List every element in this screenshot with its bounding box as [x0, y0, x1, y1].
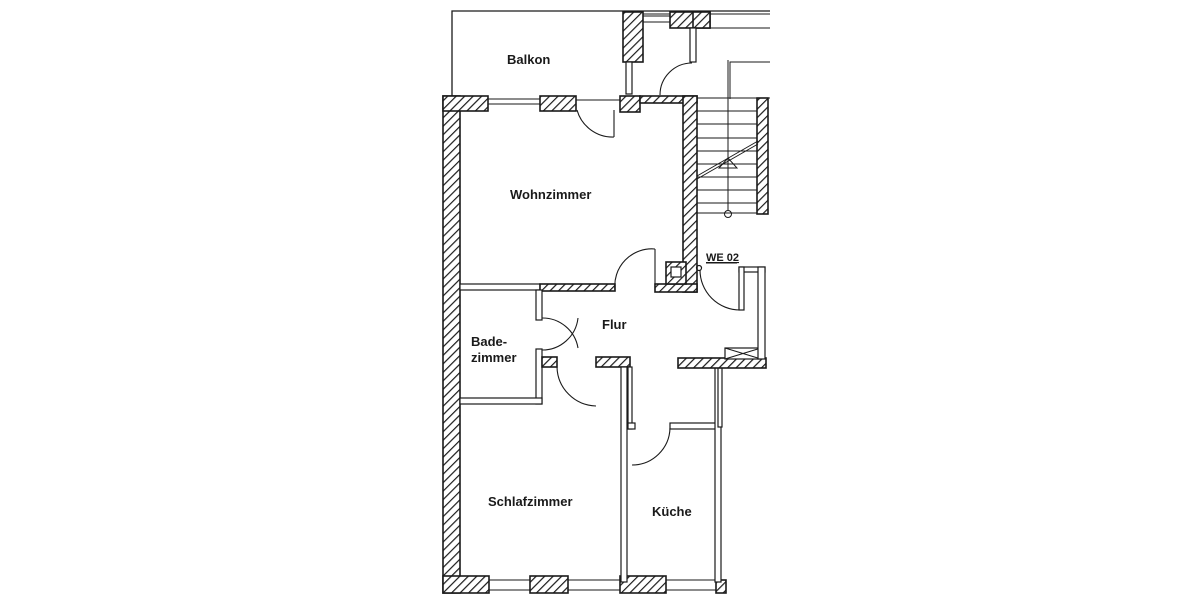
exterior-walls: [442, 95, 727, 594]
interior-walls: [459, 248, 767, 583]
unit-label: WE 02: [706, 252, 739, 264]
room-label-wohnzimmer: Wohnzimmer: [510, 187, 591, 202]
room-labels: Balkon Wohnzimmer Flur Bade- zimmer Schl…: [471, 52, 739, 519]
room-label-balkon: Balkon: [507, 52, 550, 67]
room-label-kueche: Küche: [652, 504, 692, 519]
balcony-outline: [451, 10, 770, 96]
staircase: [696, 60, 770, 218]
stair-entry-walls: [622, 11, 770, 96]
room-label-badezimmer-line1: Bade-: [471, 334, 507, 349]
room-label-badezimmer-line2: zimmer: [471, 350, 517, 365]
room-label-flur: Flur: [602, 317, 627, 332]
room-label-schlafzimmer: Schlafzimmer: [488, 494, 573, 509]
